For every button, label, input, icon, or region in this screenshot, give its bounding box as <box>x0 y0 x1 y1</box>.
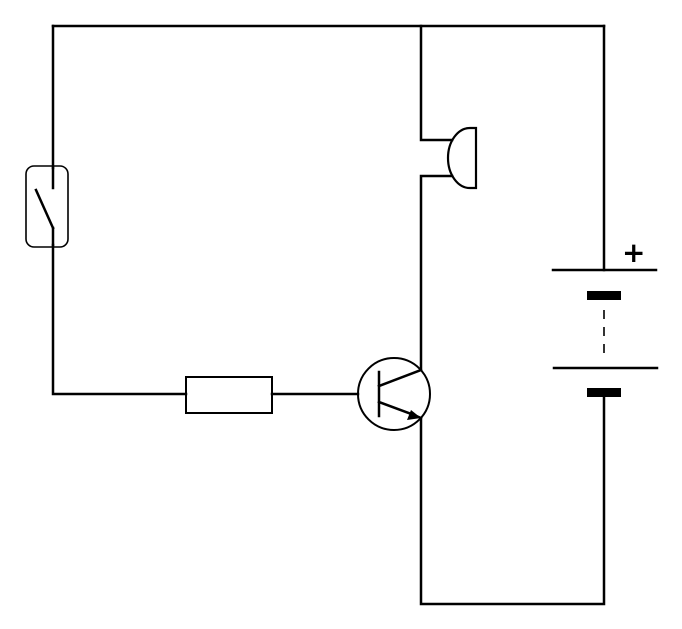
resistor-icon <box>185 376 273 414</box>
battery-plus-label: + <box>622 236 645 269</box>
wire-emitter-bottom <box>419 393 606 606</box>
npn-transistor-icon <box>357 357 431 431</box>
wire-left-lower <box>51 243 188 396</box>
buzzer-icon <box>446 126 478 190</box>
wire-buzzer-return <box>419 174 454 372</box>
wires <box>51 24 606 606</box>
switch-icon <box>25 165 69 248</box>
battery-icon: + <box>551 236 659 397</box>
wire-collector-top <box>419 24 454 142</box>
